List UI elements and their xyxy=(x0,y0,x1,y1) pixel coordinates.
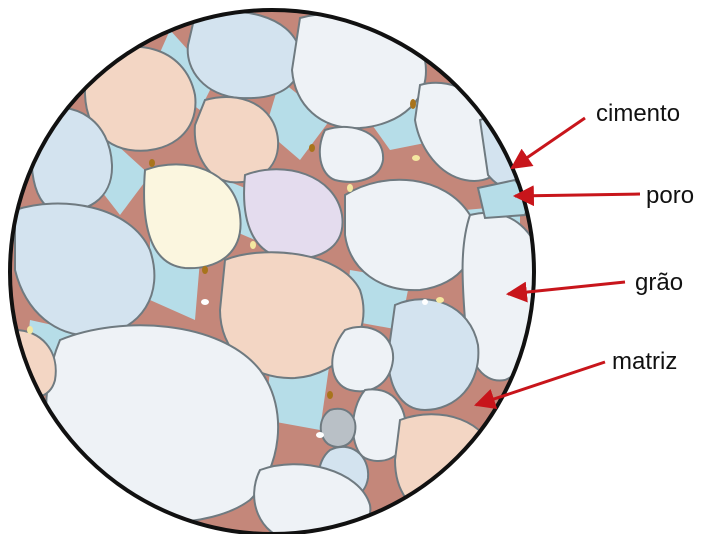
label-grao: grão xyxy=(635,269,683,296)
grain xyxy=(46,325,278,522)
label-poro: poro xyxy=(646,182,694,209)
label-matriz: matriz xyxy=(612,348,677,375)
grain xyxy=(292,13,426,128)
arrow-cimento xyxy=(512,118,585,168)
label-cimento: cimento xyxy=(596,100,680,127)
grain xyxy=(321,409,356,447)
grain xyxy=(332,327,393,391)
arrow-poro xyxy=(515,194,640,196)
